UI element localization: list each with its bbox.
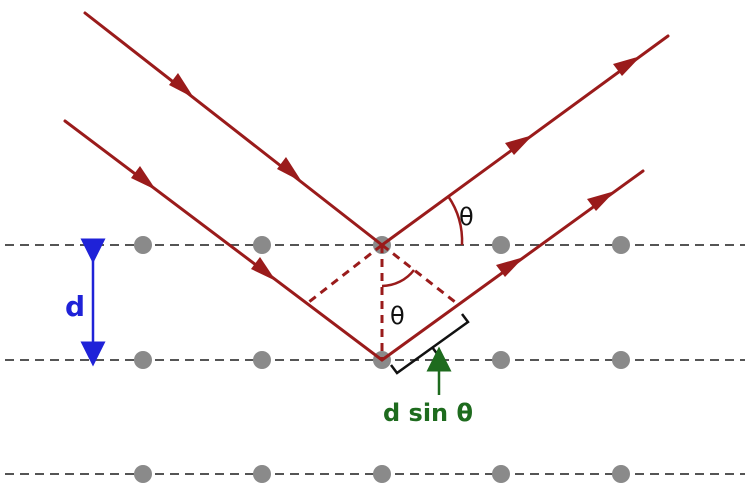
- reflected-ray-bottom-arrowhead-1: [496, 257, 524, 277]
- reflected-ray-top-arrowhead-1: [505, 135, 533, 155]
- construction-lines: [304, 243, 460, 360]
- incident-ray-bottom-arrowhead-2: [251, 257, 276, 281]
- atom: [253, 351, 271, 369]
- spacing-label: d: [65, 290, 85, 323]
- theta-label-normal: θ: [390, 302, 405, 330]
- incident-ray-top: [83, 11, 384, 247]
- atom: [253, 236, 271, 254]
- spacing-indicator: d: [65, 238, 106, 367]
- atom: [492, 351, 510, 369]
- reflected-angle-arc: [446, 195, 464, 246]
- path-difference-label: d sin θ: [383, 399, 473, 427]
- rays: [63, 11, 670, 362]
- incident-ray-top-arrowhead-2: [277, 157, 302, 182]
- incident-ray-top-arrowhead-1: [169, 73, 194, 98]
- atom: [134, 351, 152, 369]
- reflected-ray-top-arrowhead-2: [613, 56, 641, 76]
- atom: [612, 351, 630, 369]
- normal-angle-arc: [381, 269, 415, 288]
- atom: [612, 465, 630, 483]
- path-difference-indicator: d sin θ: [383, 346, 473, 427]
- atom: [253, 465, 271, 483]
- atom: [492, 236, 510, 254]
- atom: [612, 236, 630, 254]
- atom: [492, 465, 510, 483]
- ray-arrowheads: [131, 56, 641, 281]
- atom: [373, 465, 391, 483]
- atom: [134, 236, 152, 254]
- incident-ray-bottom: [63, 119, 384, 362]
- incident-perpendicular-dashed-line: [304, 243, 383, 307]
- theta-label-reflected: θ: [459, 203, 474, 231]
- reflected-perpendicular-dashed-line: [381, 243, 460, 307]
- reflected-ray-bottom-arrowhead-2: [587, 191, 615, 211]
- incident-ray-bottom-arrowhead-1: [131, 166, 156, 190]
- angle-arcs: [381, 195, 464, 288]
- bracket-center-tick: [431, 346, 439, 356]
- atom: [134, 465, 152, 483]
